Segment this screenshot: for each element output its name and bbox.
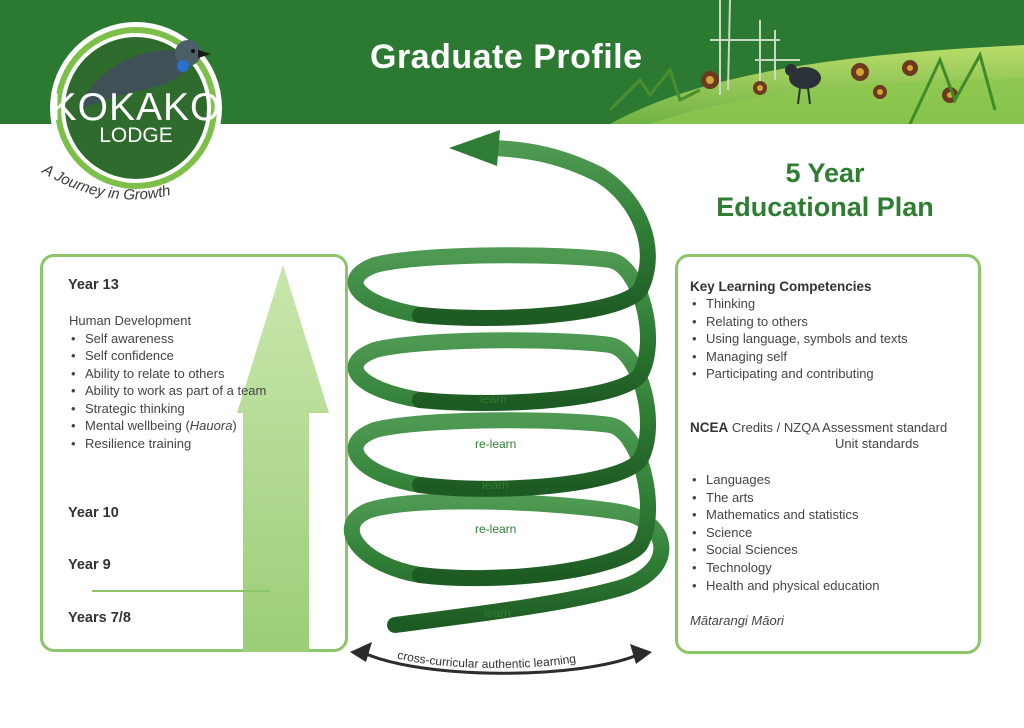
learning-spiral: cross-curricular authentic learning xyxy=(343,130,670,675)
kokako-lodge-logo xyxy=(50,22,222,194)
plan-title: 5 Year Educational Plan xyxy=(716,158,934,222)
spiral-label-learn: learn xyxy=(484,606,511,620)
year-13-label: Year 13 xyxy=(68,277,119,293)
logo-tagline: A Journey in Growth xyxy=(39,160,172,203)
list-item: Participating and contributing xyxy=(690,365,908,383)
ncea-heading: NCEA Credits / NZQA Assessment standard xyxy=(690,420,948,435)
years-7-8-label: Years 7/8 xyxy=(68,610,131,626)
list-item: Managing self xyxy=(690,348,908,366)
logo-name: KOKAKO xyxy=(50,86,222,129)
competencies-list: Thinking Relating to others Using langua… xyxy=(690,295,908,383)
unit-standards-label: Unit standards xyxy=(835,436,919,451)
list-item: Languages xyxy=(690,471,879,489)
list-item: The arts xyxy=(690,489,879,507)
year-10-label: Year 10 xyxy=(68,505,119,521)
subjects-list: Languages The arts Mathematics and stati… xyxy=(690,471,879,594)
year-divider xyxy=(92,590,270,592)
list-item: Self awareness xyxy=(69,330,266,348)
list-item-mental-wellbeing: Mental wellbeing (Hauora) xyxy=(69,417,266,435)
list-item: Social Sciences xyxy=(690,541,879,559)
list-item: Mathematics and statistics xyxy=(690,506,879,524)
list-item: Ability to relate to others xyxy=(69,365,266,383)
spiral-label-relearn: re-learn xyxy=(475,437,517,451)
logo-subtitle: LODGE xyxy=(99,124,173,147)
spiral-label-relearn: re-learn xyxy=(475,522,517,536)
competencies-heading: Key Learning Competencies xyxy=(690,279,872,294)
svg-text:A Journey in Growth: A Journey in Growth xyxy=(39,160,172,203)
spiral-label-learn: learn xyxy=(480,392,507,406)
human-development-list: Human Development Self awareness Self co… xyxy=(69,312,266,452)
page-title: Graduate Profile xyxy=(370,38,643,76)
list-item: Using language, symbols and texts xyxy=(690,330,908,348)
year-9-label: Year 9 xyxy=(68,557,111,573)
list-item: Science xyxy=(690,524,879,542)
list-item: Thinking xyxy=(690,295,908,313)
list-item: Strategic thinking xyxy=(69,400,266,418)
list-item: Resilience training xyxy=(69,435,266,453)
list-item: Technology xyxy=(690,559,879,577)
list-item: Health and physical education xyxy=(690,577,879,595)
spiral-label-learn: learn xyxy=(482,478,509,492)
list-item: Relating to others xyxy=(690,313,908,331)
list-item: Ability to work as part of a team xyxy=(69,382,266,400)
list-item: Self confidence xyxy=(69,347,266,365)
fern-landscape-illustration xyxy=(610,0,1024,124)
human-development-heading: Human Development xyxy=(69,313,192,328)
matarangi-maori-label: Mātarangi Māori xyxy=(690,613,784,628)
